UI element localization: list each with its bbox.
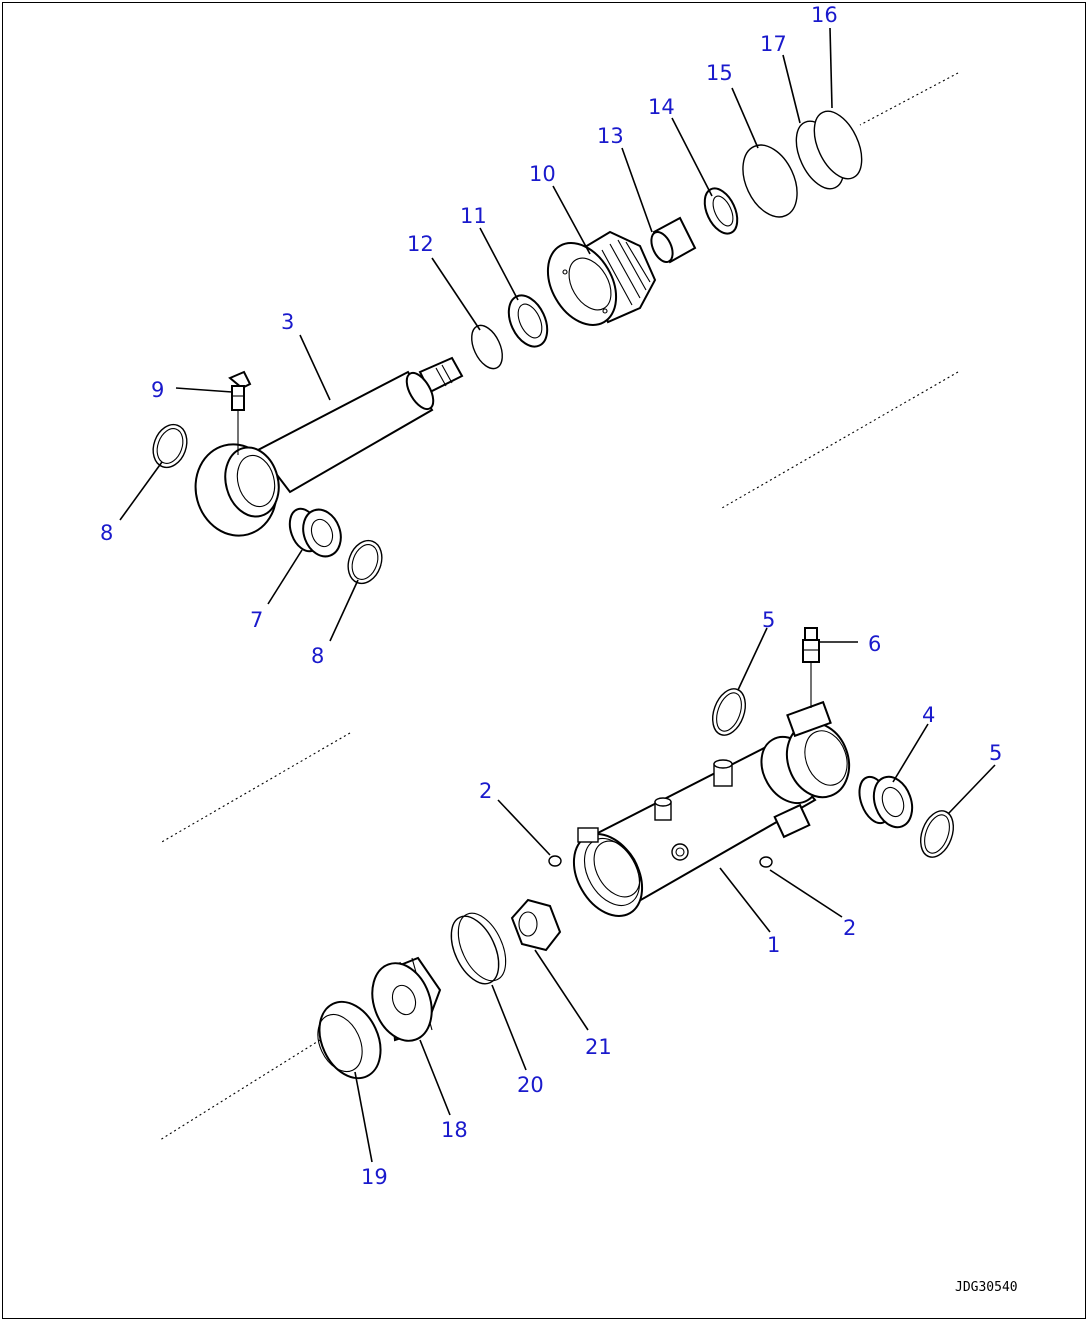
callout-13: 13 (597, 124, 624, 148)
wear-ring-part (450, 912, 507, 985)
callout-10: 10 (529, 162, 556, 186)
cylinder-head-part (546, 230, 657, 326)
seal-14-part (703, 187, 739, 235)
axis-line-top (859, 72, 959, 126)
axis-line-mid (721, 371, 959, 509)
piston-part (371, 956, 442, 1042)
tube-bushing-part (858, 775, 914, 829)
cylinder-tube-part (572, 700, 851, 917)
rod-bushing-part (507, 294, 549, 348)
callout-21: 21 (585, 1035, 612, 1059)
nut-part (510, 898, 562, 952)
callout-6: 6 (868, 632, 881, 656)
head-bushing-part (650, 216, 697, 264)
callout-18: 18 (441, 1118, 468, 1142)
callout-16: 16 (811, 3, 838, 27)
callout-8-upper: 8 (100, 521, 113, 545)
snap-ring-5-upper-part (711, 688, 747, 736)
callout-1: 1 (767, 933, 780, 957)
snap-ring-lower-part (347, 539, 383, 585)
drawing-code: JDG30540 (955, 1280, 1018, 1295)
leader-lines (119, 27, 996, 1163)
o-ring-15-part (742, 144, 798, 218)
snap-ring-12-part (471, 324, 503, 370)
callout-5-lower: 5 (989, 741, 1002, 765)
callout-8-lower: 8 (311, 644, 324, 668)
snap-ring-5-lower-part (919, 810, 955, 858)
plug-left-part (548, 855, 562, 867)
callout-19: 19 (361, 1165, 388, 1189)
callout-15: 15 (706, 61, 733, 85)
callout-17: 17 (760, 32, 787, 56)
callout-20: 20 (517, 1073, 544, 1097)
axis-line-bottom (159, 1039, 321, 1141)
callout-5-upper: 5 (762, 608, 775, 632)
callout-12: 12 (407, 232, 434, 256)
callout-7: 7 (250, 608, 263, 632)
callout-11: 11 (460, 204, 487, 228)
grease-fitting-rod-part (228, 370, 252, 455)
callout-9: 9 (151, 378, 164, 402)
callout-3: 3 (281, 310, 294, 334)
callout-4: 4 (922, 703, 935, 727)
callout-2-left: 2 (479, 779, 492, 803)
piston-rod-part (194, 356, 464, 537)
grease-fitting-tube-part (802, 627, 820, 708)
callout-14: 14 (648, 95, 675, 119)
ring-16-part (813, 110, 863, 180)
plug-right-part (759, 856, 773, 868)
piston-nut-part (317, 1000, 382, 1080)
callout-2-right: 2 (843, 916, 856, 940)
axis-line-left (159, 732, 351, 844)
snap-ring-upper-part (152, 423, 188, 469)
bushing-part (288, 507, 342, 558)
